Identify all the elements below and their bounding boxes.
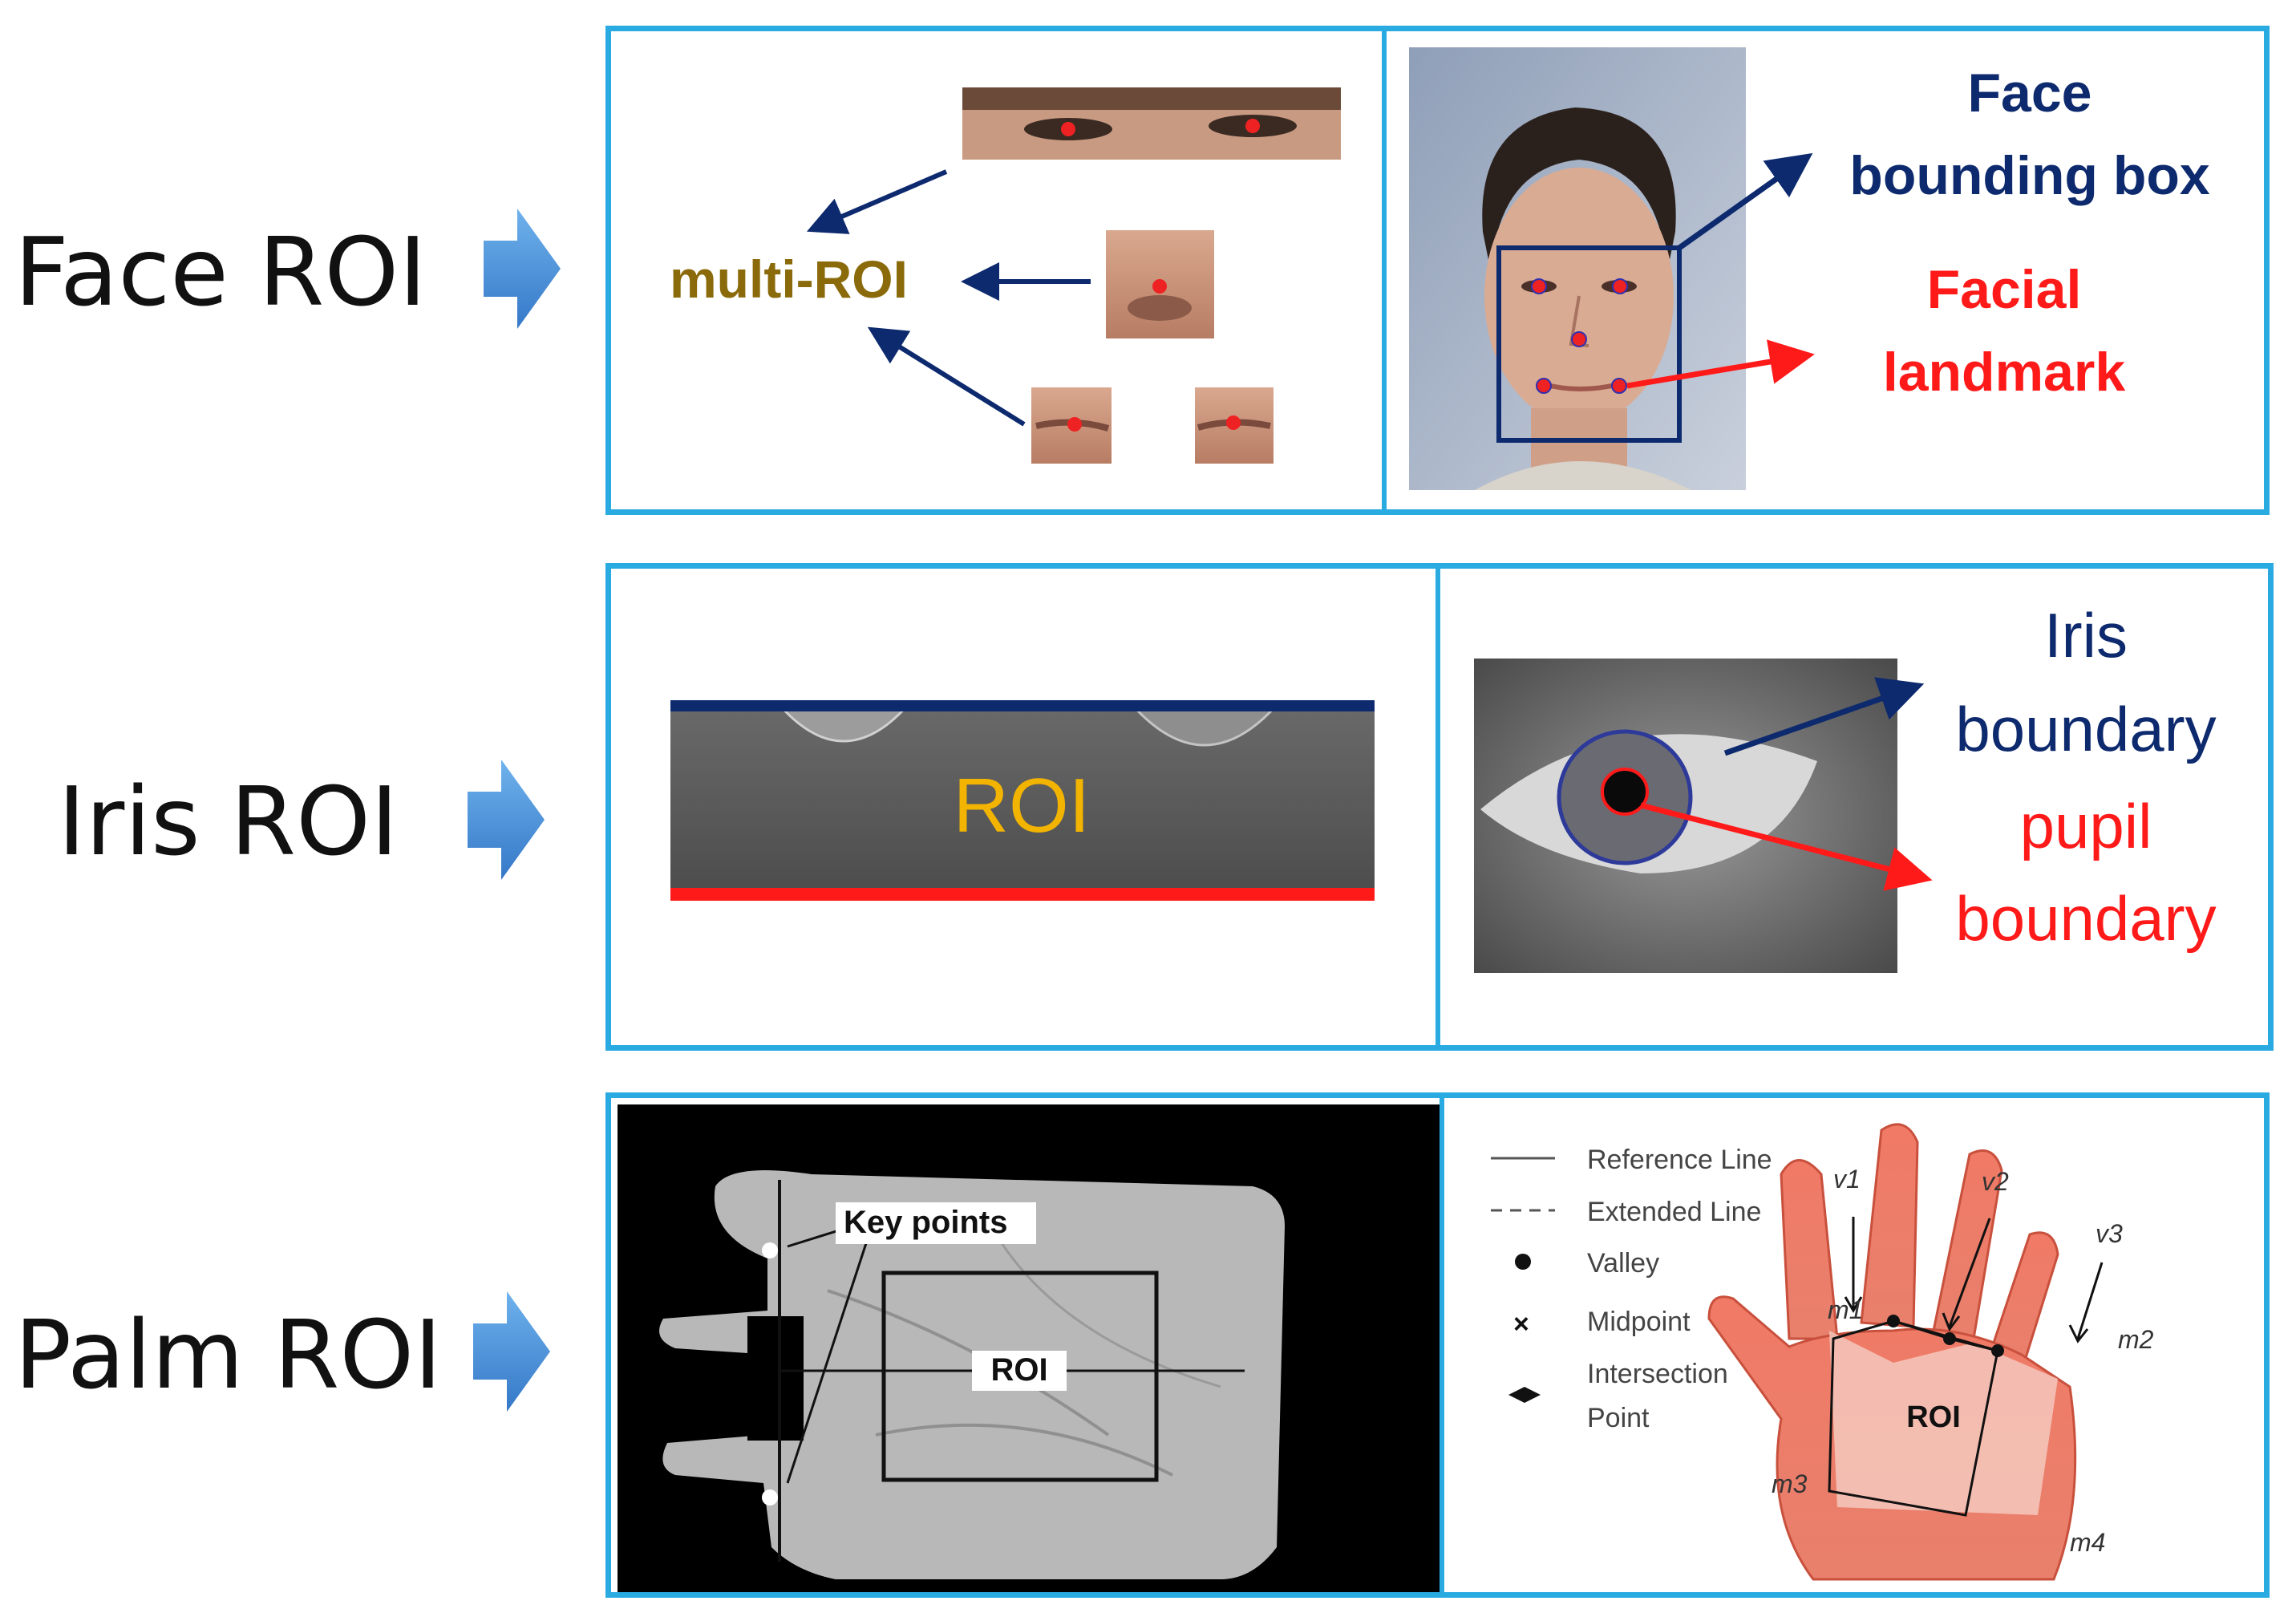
palm-panel-divider [1440,1092,1444,1598]
iris-normalized-roi: ROI [670,700,1375,901]
valley-point [1943,1332,1956,1345]
label-v1: v1 [1833,1165,1861,1194]
valley-point [1887,1315,1900,1327]
legend-point: Point [1587,1403,1650,1433]
facial-landmark-points [1531,278,1628,394]
iris-boundary-line2: boundary [1955,694,2216,764]
legend-valley: Valley [1587,1248,1659,1279]
bbox-label-line2: bounding box [1849,145,2210,206]
legend-intersection: Intersection [1587,1359,1728,1389]
valley-point [1991,1344,2004,1357]
pupil-boundary-line1: pupil [2020,791,2152,861]
multi-roi-text: multi-ROI [670,249,908,309]
palm-panel [605,1092,2270,1598]
iris-eye-diagram: Iris boundary pupil boundary [1474,600,2217,973]
landmark-label-line1: Facial [1927,259,2082,320]
iris-boundary-line1: Iris [2044,600,2128,671]
eye-region-crop [962,87,1341,160]
palm-keypoint-diagram: Key points ROI [618,1104,1440,1592]
iris-roi-label: Iris ROI [58,766,399,877]
label-m1: m1 [1828,1295,1863,1324]
palm-roi-text-left: ROI [990,1352,1047,1388]
palm-arrow-icon [473,1291,550,1412]
mouth-right-crop [1195,387,1274,464]
label-m4: m4 [2070,1528,2105,1557]
palm-roi-text-right: ROI [1906,1400,1961,1434]
key-points-text: Key points [844,1205,1007,1240]
hand-illustration [1707,1123,2077,1581]
face-panel [605,26,2270,515]
legend-midpoint: Midpoint [1587,1307,1691,1337]
bbox-label-line1: Face [1968,63,2092,124]
iris-arrow-icon [468,760,545,880]
iris-panel-divider [1436,563,1440,1051]
face-arrow-icon [484,209,561,329]
legend-reference-line: Reference Line [1587,1145,1772,1175]
face-photo [1409,47,1746,490]
nose-region-crop [1106,230,1214,338]
pupil-boundary-line2: boundary [1955,883,2216,954]
mouth-left-crop [1031,387,1112,464]
face-roi-label: Face ROI [14,217,427,327]
label-v3: v3 [2096,1219,2123,1248]
iris-roi-text: ROI [954,763,1091,849]
landmark-label-line2: landmark [1883,342,2126,403]
face-panel-divider [1382,26,1387,515]
face-bbox-diagram: Face bounding box Facial landmark [1409,47,2210,490]
face-multi-roi-diagram: multi-ROI [670,87,1341,464]
palm-legend: × Reference Line Extended Line Valley Mi… [1491,1145,1772,1433]
face-bounding-box [1496,245,1682,443]
label-m2: m2 [2118,1325,2154,1354]
palm-geometry-diagram: v1 v2 v3 m1 m2 m3 m4 ROI × Reference Lin… [1491,1123,2154,1581]
legend-extended-line: Extended Line [1587,1197,1761,1227]
label-m3: m3 [1772,1469,1808,1498]
palm-roi-label: Palm ROI [14,1299,443,1410]
label-v2: v2 [1982,1167,2009,1196]
svg-text:×: × [1513,1309,1529,1339]
